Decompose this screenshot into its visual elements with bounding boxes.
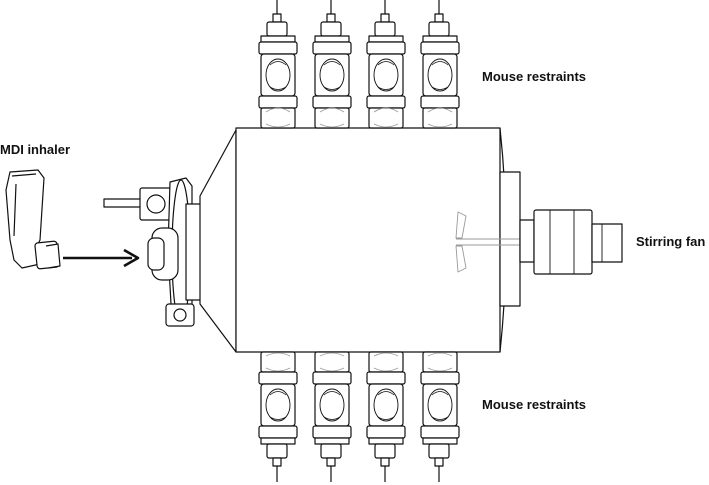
restraint-top-3	[367, 0, 405, 128]
mouse-restraints-bottom-label: Mouse restraints	[482, 397, 587, 412]
mdi-inhaler-label: MDI inhaler	[0, 142, 71, 157]
stirring-fan-label: Stirring fan	[636, 234, 706, 249]
mouse-restraints-bottom	[259, 352, 459, 482]
restraint-top-2	[313, 0, 351, 128]
restraint-top-4	[421, 0, 459, 128]
restraint-bottom-2	[313, 352, 351, 482]
arrow-icon	[63, 250, 138, 266]
restraint-bottom-3	[367, 352, 405, 482]
chamber-body	[236, 128, 506, 352]
restraint-top-1	[259, 0, 297, 128]
restraint-bottom-1	[259, 352, 297, 482]
restraint-bottom-4	[421, 352, 459, 482]
mouse-restraints-top-label: Mouse restraints	[482, 69, 587, 84]
mouse-restraints-top	[259, 0, 459, 128]
inlet-assembly	[104, 130, 236, 352]
mdi-inhaler	[6, 170, 60, 269]
stirring-fan-assembly	[456, 172, 622, 306]
